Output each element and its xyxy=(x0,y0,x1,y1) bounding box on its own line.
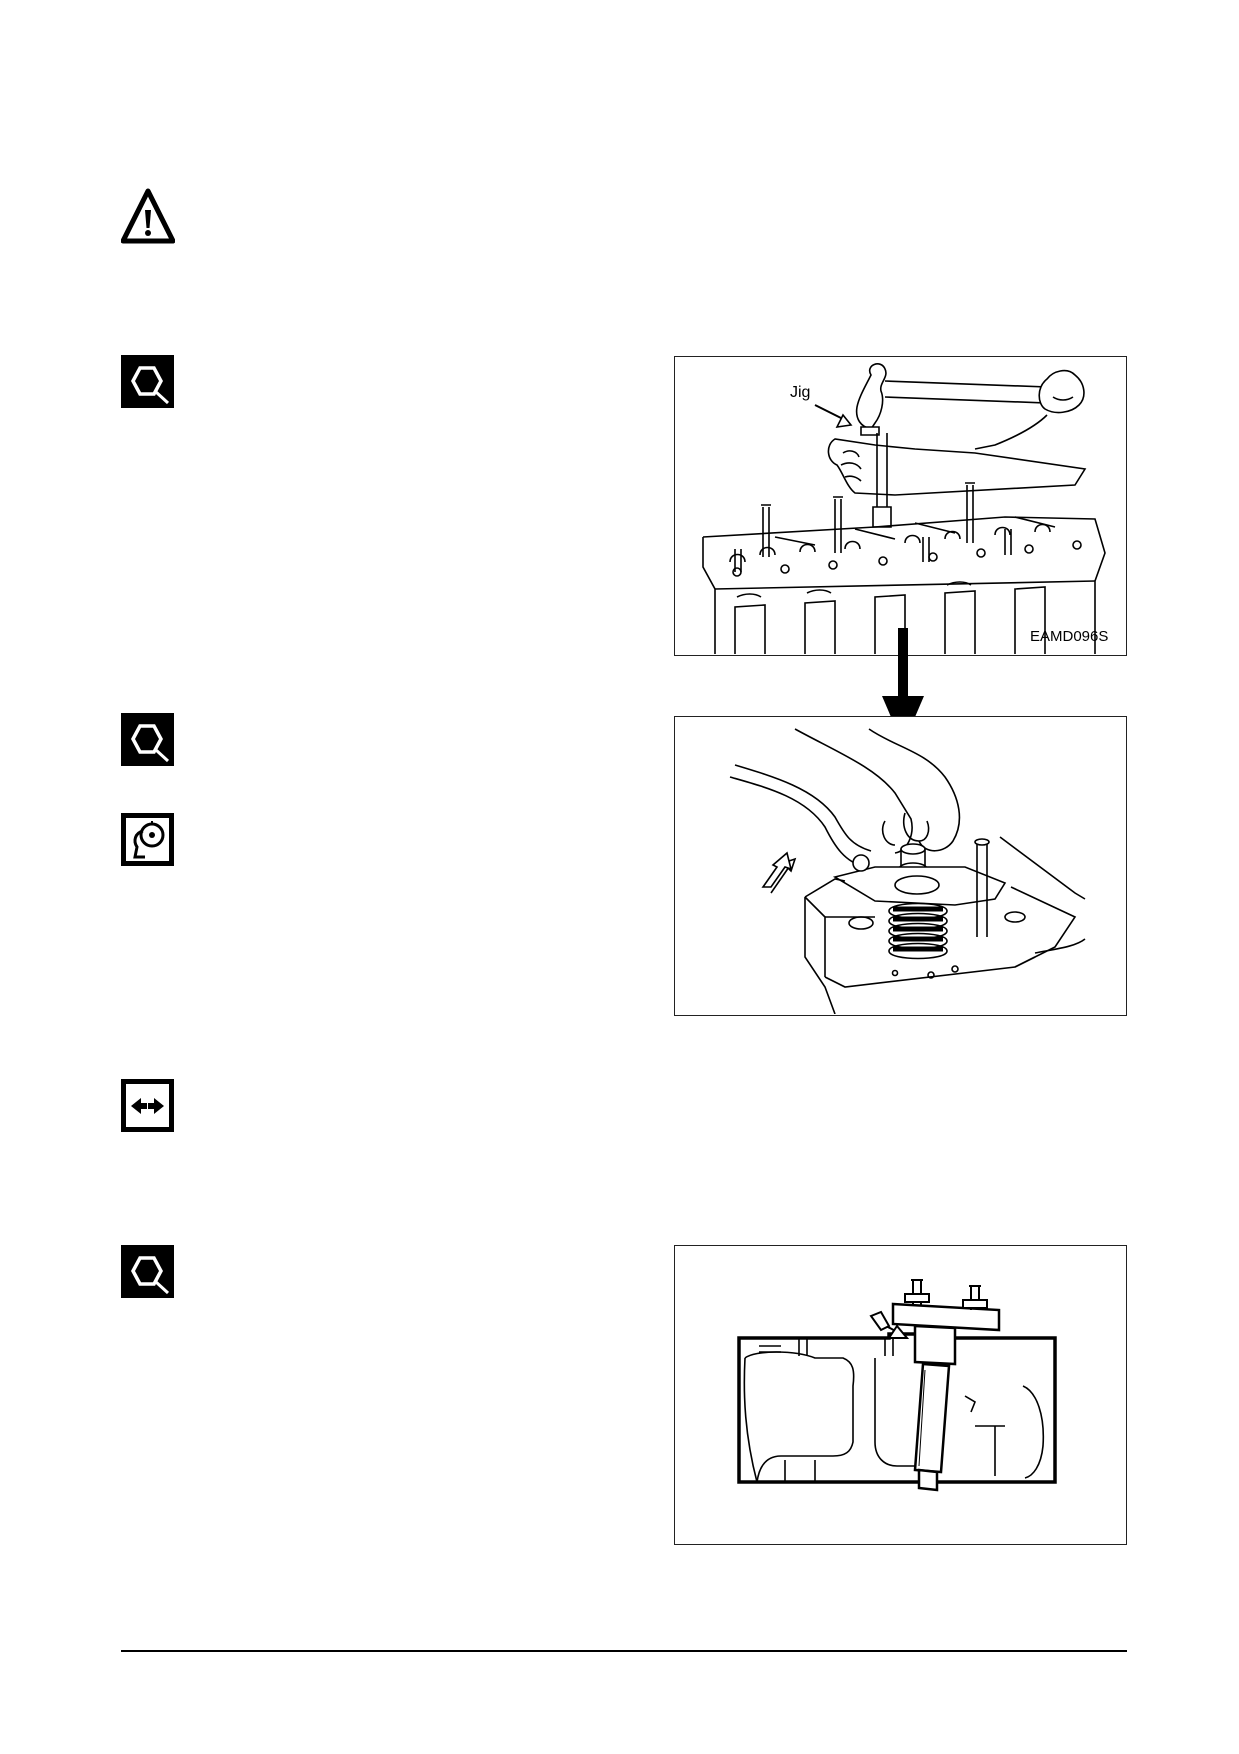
dial-gauge-icon xyxy=(121,813,174,866)
warning-triangle-icon xyxy=(120,188,176,244)
figure-code: EAMD096S xyxy=(1030,628,1109,645)
two-way-arrow-icon xyxy=(121,1079,174,1132)
hexagon-magnifier-icon xyxy=(121,1245,174,1298)
hexagon-magnifier-icon xyxy=(121,713,174,766)
hexagon-magnifier-icon xyxy=(121,355,174,408)
figure-valve-cotter-removal: Jig EAMD096S xyxy=(674,356,1127,656)
jig-label: Jig xyxy=(790,384,811,401)
figure-valve-spring-removal xyxy=(674,716,1127,1016)
footer-divider xyxy=(121,1650,1127,1652)
figure-valve-guide-removal xyxy=(674,1245,1127,1545)
